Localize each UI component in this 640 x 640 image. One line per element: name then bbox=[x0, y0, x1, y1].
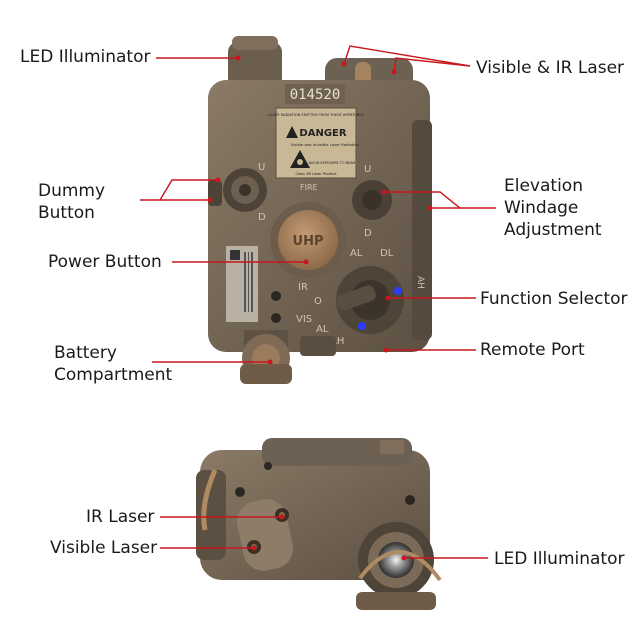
label-battery-line2: Compartment bbox=[54, 365, 173, 385]
front-view-device: 014520 LASER RADIATION EMITTED FROM THES… bbox=[208, 36, 432, 384]
label-visible-ir-laser: Visible & IR Laser bbox=[476, 58, 625, 78]
dummy-up-mark: U bbox=[258, 162, 265, 173]
elevation-down-mark: D bbox=[364, 228, 372, 239]
leader-visible-ir bbox=[343, 45, 471, 67]
label-function-selector: Function Selector bbox=[480, 289, 628, 309]
mode-ah-right: AH bbox=[415, 276, 425, 289]
leader-elevation bbox=[384, 191, 496, 209]
label-battery-line1: Battery bbox=[54, 343, 117, 363]
laser-hazard-icon bbox=[286, 126, 298, 138]
blue-indicator-1 bbox=[394, 287, 402, 295]
warning-title: DANGER bbox=[299, 128, 346, 139]
label-elevation-line1: Elevation bbox=[504, 176, 583, 196]
label-led-illuminator-top: LED Illuminator bbox=[20, 47, 151, 67]
mode-vis: VIS bbox=[296, 314, 312, 325]
elevation-up-mark: U bbox=[364, 164, 371, 175]
mode-off: O bbox=[314, 296, 322, 307]
warning-body: Visible and Invisible Laser Radiation bbox=[291, 142, 360, 147]
dummy-down-mark: D bbox=[258, 212, 266, 223]
mode-al-top: AL bbox=[350, 248, 363, 259]
warning-label: LASER RADIATION EMITTED FROM THESE APERT… bbox=[268, 107, 365, 179]
label-dummy-button-line2: Button bbox=[38, 203, 95, 223]
label-power-button: Power Button bbox=[48, 252, 162, 272]
mode-ir: IR bbox=[298, 282, 308, 293]
mode-dl: DL bbox=[380, 248, 394, 259]
uhp-text: UHP bbox=[293, 234, 324, 249]
fire-text: FIRE bbox=[300, 183, 318, 192]
label-remote-port: Remote Port bbox=[480, 340, 585, 360]
warning-avoid: AVOID EXPOSURE TO BEAM bbox=[309, 161, 356, 165]
label-dummy-button-line1: Dummy bbox=[38, 181, 106, 201]
mode-ah-bottom: AH bbox=[330, 336, 344, 347]
mode-al-bottom: AL bbox=[316, 324, 329, 335]
label-led-illuminator-bottom: LED Illuminator bbox=[494, 549, 625, 569]
label-elevation-line3: Adjustment bbox=[504, 220, 602, 240]
warning-class: Class 3B Laser Product bbox=[295, 172, 337, 176]
label-ir-laser: IR Laser bbox=[86, 507, 155, 527]
led-lens bbox=[378, 542, 414, 578]
warning-top-text: LASER RADIATION EMITTED FROM THESE APERT… bbox=[268, 113, 365, 117]
end-view-device bbox=[196, 438, 442, 610]
label-visible-laser: Visible Laser bbox=[50, 538, 158, 558]
remote-port bbox=[300, 336, 336, 356]
blue-indicator-2 bbox=[358, 322, 366, 330]
leader-dummy bbox=[140, 179, 218, 201]
leader-lines bbox=[140, 45, 496, 561]
serial-number: 014520 bbox=[290, 87, 341, 103]
label-elevation-line2: Windage bbox=[504, 198, 579, 218]
